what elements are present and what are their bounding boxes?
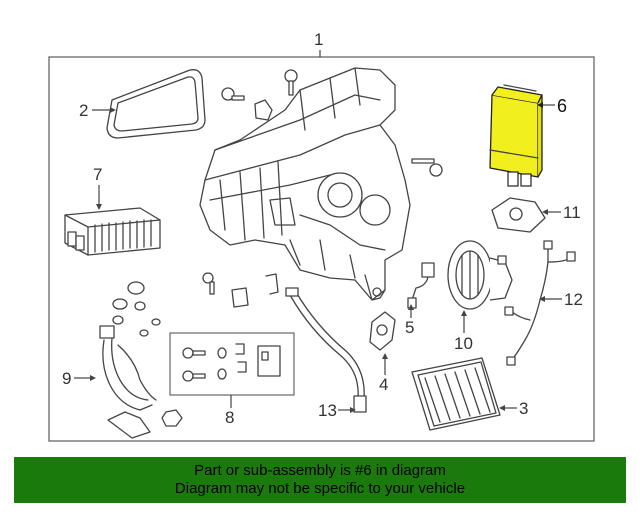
callout-11[interactable]: 11 xyxy=(563,203,581,222)
part-6-evaporator[interactable] xyxy=(489,84,543,187)
info-banner: Part or sub-assembly is #6 in diagram Di… xyxy=(14,457,626,503)
part-7-heater-core[interactable] xyxy=(64,207,161,256)
callout-12[interactable]: 12 xyxy=(564,290,583,309)
banner-line-1: Part or sub-assembly is #6 in diagram xyxy=(194,462,446,479)
o-rings[interactable] xyxy=(112,281,161,337)
part-9-ac-tube[interactable] xyxy=(99,325,157,439)
callout-6[interactable]: 6 xyxy=(557,96,567,116)
part-12-wiring-harness[interactable] xyxy=(504,240,576,366)
screw-mid[interactable] xyxy=(221,87,245,101)
callout-3[interactable]: 3 xyxy=(519,399,528,418)
nut[interactable] xyxy=(161,409,183,427)
part-13-drain-hose[interactable] xyxy=(285,287,367,413)
bracket-l[interactable] xyxy=(265,273,279,295)
callout-2[interactable]: 2 xyxy=(79,101,88,120)
part-10-blower-motor[interactable] xyxy=(447,240,513,310)
callout-8[interactable]: 8 xyxy=(225,408,234,427)
parts-diagram: 1 2 7 xyxy=(48,30,595,442)
callout-13[interactable]: 13 xyxy=(318,401,337,420)
diagram-frame xyxy=(48,56,595,442)
callout-10[interactable]: 10 xyxy=(454,334,473,353)
part-3-cabin-filter[interactable] xyxy=(411,357,501,431)
clip-small[interactable] xyxy=(254,99,273,121)
screw-right[interactable] xyxy=(411,158,443,177)
screw-upper[interactable] xyxy=(284,69,298,96)
callout-1[interactable]: 1 xyxy=(314,30,323,49)
screw-lower[interactable] xyxy=(202,272,215,295)
part-6-body[interactable] xyxy=(489,94,539,178)
part-4-motor[interactable] xyxy=(369,311,396,351)
part-2-seal[interactable] xyxy=(106,69,206,139)
callout-4[interactable]: 4 xyxy=(379,375,388,394)
callout-9[interactable]: 9 xyxy=(62,369,71,388)
part-5-sensor[interactable] xyxy=(407,262,435,309)
part-1-hvac-housing[interactable] xyxy=(199,67,411,301)
banner-line-2: Diagram may not be specific to your vehi… xyxy=(174,480,466,497)
part-8-hardware-kit[interactable] xyxy=(169,332,295,396)
part-11-actuator[interactable] xyxy=(491,197,546,233)
callout-5[interactable]: 5 xyxy=(405,318,414,337)
callout-7[interactable]: 7 xyxy=(93,165,102,184)
bracket-small[interactable] xyxy=(231,287,249,308)
